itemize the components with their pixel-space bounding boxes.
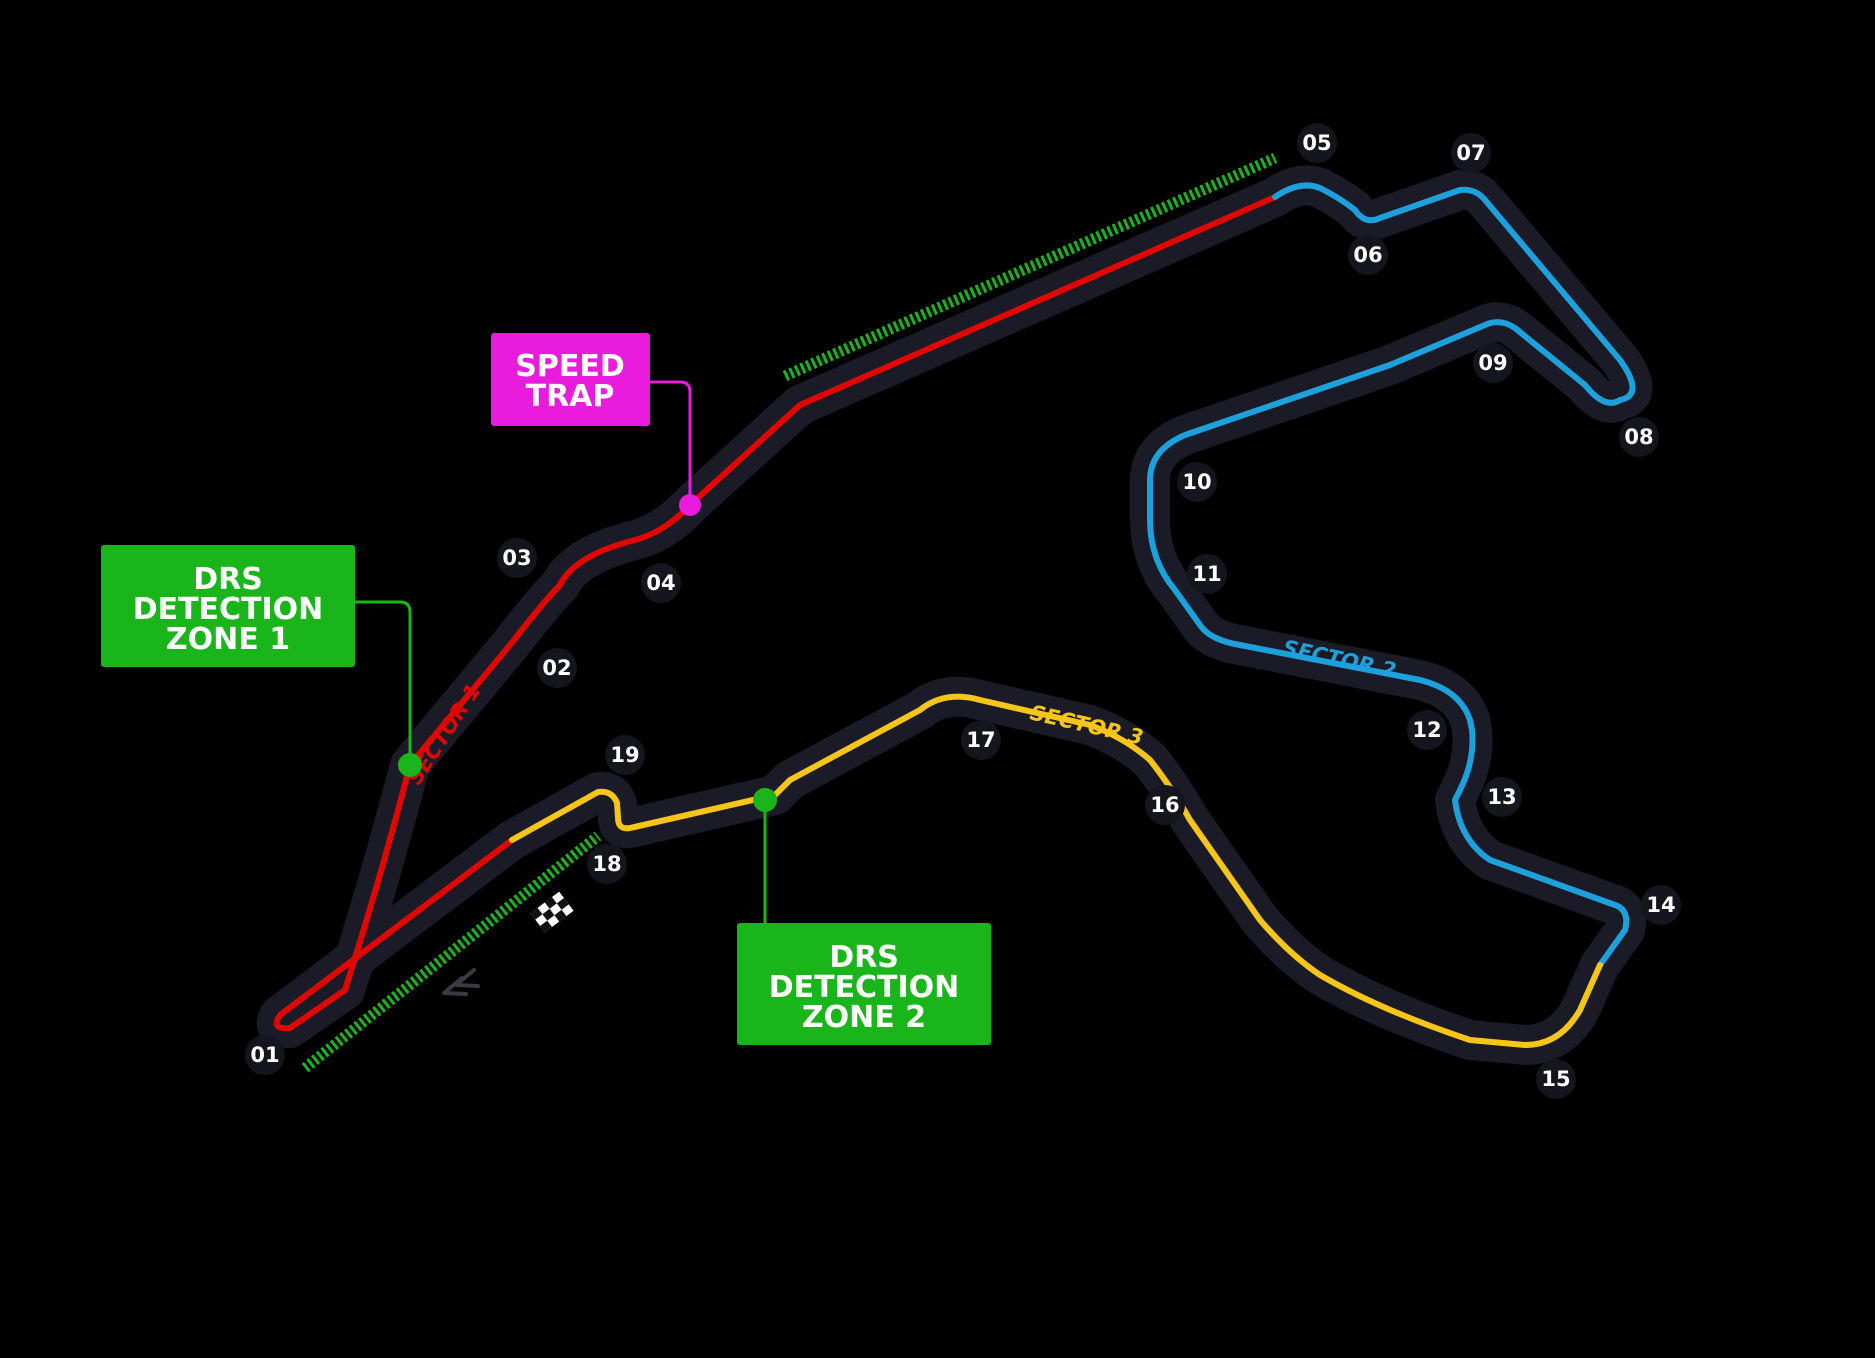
speed-trap-line-2: TRAP xyxy=(526,379,615,414)
speed-trap-callout: SPEED TRAP xyxy=(491,333,650,426)
corner-badge-12: 12 xyxy=(1407,710,1447,750)
corner-badge-08: 08 xyxy=(1619,417,1659,457)
drs-detection-2-marker xyxy=(753,788,777,812)
drs-detection-1-line-3: ZONE 1 xyxy=(166,622,290,657)
callout-leaders xyxy=(355,380,767,925)
corner-badge-09: 09 xyxy=(1473,343,1513,383)
corner-number: 01 xyxy=(250,1043,279,1067)
corner-number: 03 xyxy=(502,546,531,570)
corner-number: 04 xyxy=(646,571,675,595)
corner-badge-11: 11 xyxy=(1187,554,1227,594)
corner-badge-03: 03 xyxy=(497,538,537,578)
corner-number: 05 xyxy=(1302,131,1331,155)
corner-number: 12 xyxy=(1412,718,1441,742)
corner-number: 06 xyxy=(1353,243,1382,267)
corner-badge-02: 02 xyxy=(537,648,577,688)
corner-badge-13: 13 xyxy=(1482,777,1522,817)
corner-number: 02 xyxy=(542,656,571,680)
drs-detection-1-callout: DRS DETECTION ZONE 1 xyxy=(101,545,355,667)
checkered-flag-icon xyxy=(530,891,574,933)
corner-badge-04: 04 xyxy=(641,563,681,603)
corner-number: 18 xyxy=(592,852,621,876)
speed-trap-line-1: SPEED xyxy=(515,349,624,384)
speed-trap-marker xyxy=(679,494,701,516)
drs-detection-2-line-3: ZONE 2 xyxy=(802,1000,926,1035)
chevron-left-double-icon xyxy=(442,968,480,996)
corner-number: 14 xyxy=(1646,893,1675,917)
corner-badge-15: 15 xyxy=(1536,1059,1576,1099)
corner-badge-06: 06 xyxy=(1348,235,1388,275)
corner-number: 08 xyxy=(1624,425,1653,449)
drs-detection-2-line-2: DETECTION xyxy=(769,970,960,1005)
speed-trap-leader xyxy=(649,380,692,503)
drs-detection-1-box xyxy=(101,545,355,667)
corner-badge-01: 01 xyxy=(245,1035,285,1075)
drs-zone-kemmel xyxy=(782,152,1278,382)
drs-detection-1-line-2: DETECTION xyxy=(133,592,324,627)
drs-zones xyxy=(301,152,1278,1073)
corner-number: 15 xyxy=(1541,1067,1570,1091)
corner-badge-05: 05 xyxy=(1297,123,1337,163)
corner-number: 09 xyxy=(1478,351,1507,375)
drs-detection-1-marker xyxy=(398,753,422,777)
speed-trap-box xyxy=(491,333,650,426)
corner-number: 13 xyxy=(1487,785,1516,809)
corner-number: 07 xyxy=(1456,141,1485,165)
corner-badge-18: 18 xyxy=(587,844,627,884)
corner-number: 19 xyxy=(610,743,639,767)
corner-badge-17: 17 xyxy=(961,720,1001,760)
drs-detection-2-callout: DRS DETECTION ZONE 2 xyxy=(737,923,991,1045)
drs-detection-1-line-1: DRS xyxy=(193,562,263,597)
corner-number: 11 xyxy=(1192,562,1221,586)
drs-detection-2-box xyxy=(737,923,991,1045)
corner-number: 17 xyxy=(966,728,995,752)
sector-2-line xyxy=(1147,182,1636,968)
drs-zone-main-straight xyxy=(301,831,602,1073)
corner-badge-07: 07 xyxy=(1451,133,1491,173)
corner-number: 16 xyxy=(1150,793,1179,817)
drs-detection-2-line-1: DRS xyxy=(829,940,899,975)
corner-badge-16: 16 xyxy=(1145,785,1185,825)
corner-number: 10 xyxy=(1182,470,1211,494)
corner-badge-19: 19 xyxy=(605,735,645,775)
sector-1-line xyxy=(273,194,1278,1032)
sector-3-line xyxy=(509,693,1603,1048)
corner-badges: 01 02 03 04 05 06 07 08 09 10 11 12 13 14 15 16 17 18 19 xyxy=(245,123,1681,1099)
drs-detection-1-leader xyxy=(355,600,412,765)
track-sectors xyxy=(273,182,1636,1048)
corner-badge-14: 14 xyxy=(1641,885,1681,925)
corner-badge-10: 10 xyxy=(1177,462,1217,502)
